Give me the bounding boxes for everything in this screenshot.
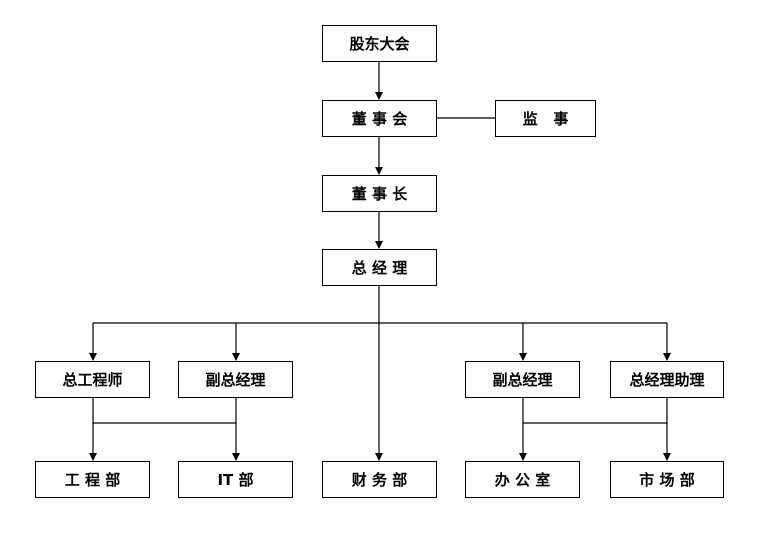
node-finance-dept: 财 务 部 <box>322 461 437 498</box>
node-board-of-directors: 董 事 会 <box>322 100 437 137</box>
node-gm-assistant: 总经理助理 <box>610 361 724 398</box>
node-office: 办 公 室 <box>465 461 580 498</box>
node-deputy-gm-left: 副总经理 <box>178 361 293 398</box>
node-marketing-dept: 市 场 部 <box>610 461 724 498</box>
node-general-manager: 总 经 理 <box>322 249 437 286</box>
node-chief-engineer: 总工程师 <box>35 361 150 398</box>
node-it-dept: IT 部 <box>178 461 293 498</box>
node-engineering-dept: 工 程 部 <box>35 461 150 498</box>
node-supervisor: 监 事 <box>495 100 596 137</box>
node-chairman: 董 事 长 <box>322 175 437 212</box>
node-deputy-gm-right: 副总经理 <box>465 361 580 398</box>
node-shareholders-meeting: 股东大会 <box>322 25 437 62</box>
